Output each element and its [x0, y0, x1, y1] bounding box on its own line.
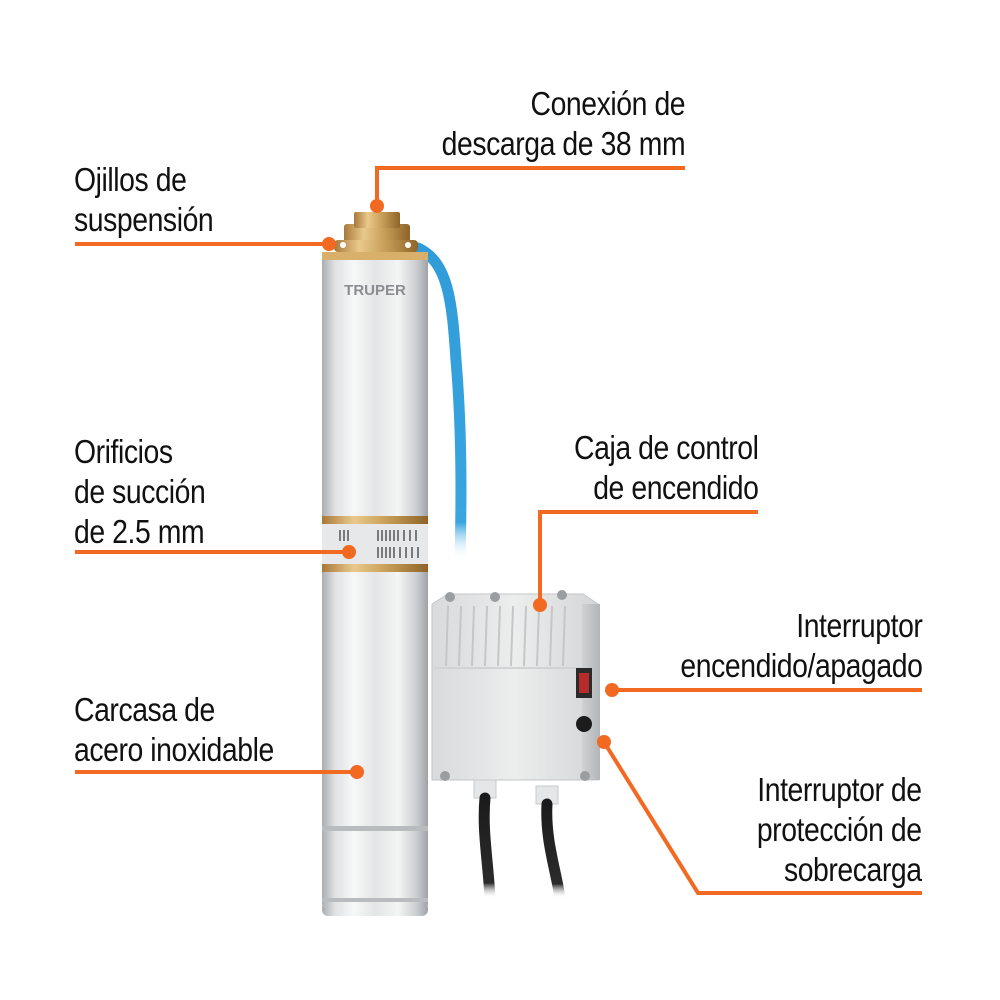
callout-overload-line2: protección de — [757, 811, 922, 848]
callout-eyelets-line2: suspensión — [74, 201, 214, 238]
callout-casing-line2: acero inoxidable — [74, 731, 274, 768]
dot-control-box — [533, 598, 547, 612]
callout-discharge: Conexión de descarga de 38 mm — [441, 84, 685, 164]
callout-discharge-line1: Conexión de — [530, 85, 685, 122]
callout-dots — [322, 199, 619, 779]
dot-discharge — [370, 199, 384, 213]
submersible-pump: TRUPER — [322, 212, 428, 916]
callout-on-off-line1: Interruptor — [795, 607, 923, 644]
dot-casing — [350, 765, 364, 779]
callout-on-off-line2: encendido/apagado — [679, 647, 922, 684]
callout-suction-line3: de 2.5 mm — [74, 513, 205, 550]
leader-lines — [75, 166, 922, 895]
dot-eyelets — [322, 237, 336, 251]
callout-overload-line1: Interruptor de — [757, 771, 923, 808]
callout-suction-line1: Orificios — [74, 433, 173, 470]
dot-on-off — [605, 683, 619, 697]
callout-discharge-line2: descarga de 38 mm — [441, 125, 685, 162]
control-box — [431, 590, 600, 805]
callout-overload-line3: sobrecarga — [784, 851, 922, 888]
brand-logo: TRUPER — [344, 282, 406, 299]
callout-eyelets-line1: Ojillos de — [74, 161, 187, 198]
dot-overload — [597, 735, 611, 749]
callout-suction: Orificios de succión de 2.5 mm — [74, 432, 206, 552]
callout-control-box: Caja de control de encendido — [573, 428, 759, 508]
callout-control-box-line1: Caja de control — [573, 429, 759, 466]
callout-on-off: Interruptor encendido/apagado — [680, 606, 922, 686]
overload-button — [576, 716, 592, 732]
callout-overload: Interruptor de protección de sobrecarga — [757, 770, 922, 890]
discharge-hose — [412, 242, 467, 566]
callout-control-box-line2: de encendido — [592, 469, 759, 506]
callout-casing: Carcasa de acero inoxidable — [74, 690, 274, 770]
callout-casing-line1: Carcasa de — [74, 691, 215, 728]
dot-suction — [342, 545, 356, 559]
callout-eyelets: Ojillos de suspensión — [74, 160, 214, 240]
callout-suction-line2: de succión — [74, 473, 206, 510]
power-cables — [478, 792, 566, 904]
